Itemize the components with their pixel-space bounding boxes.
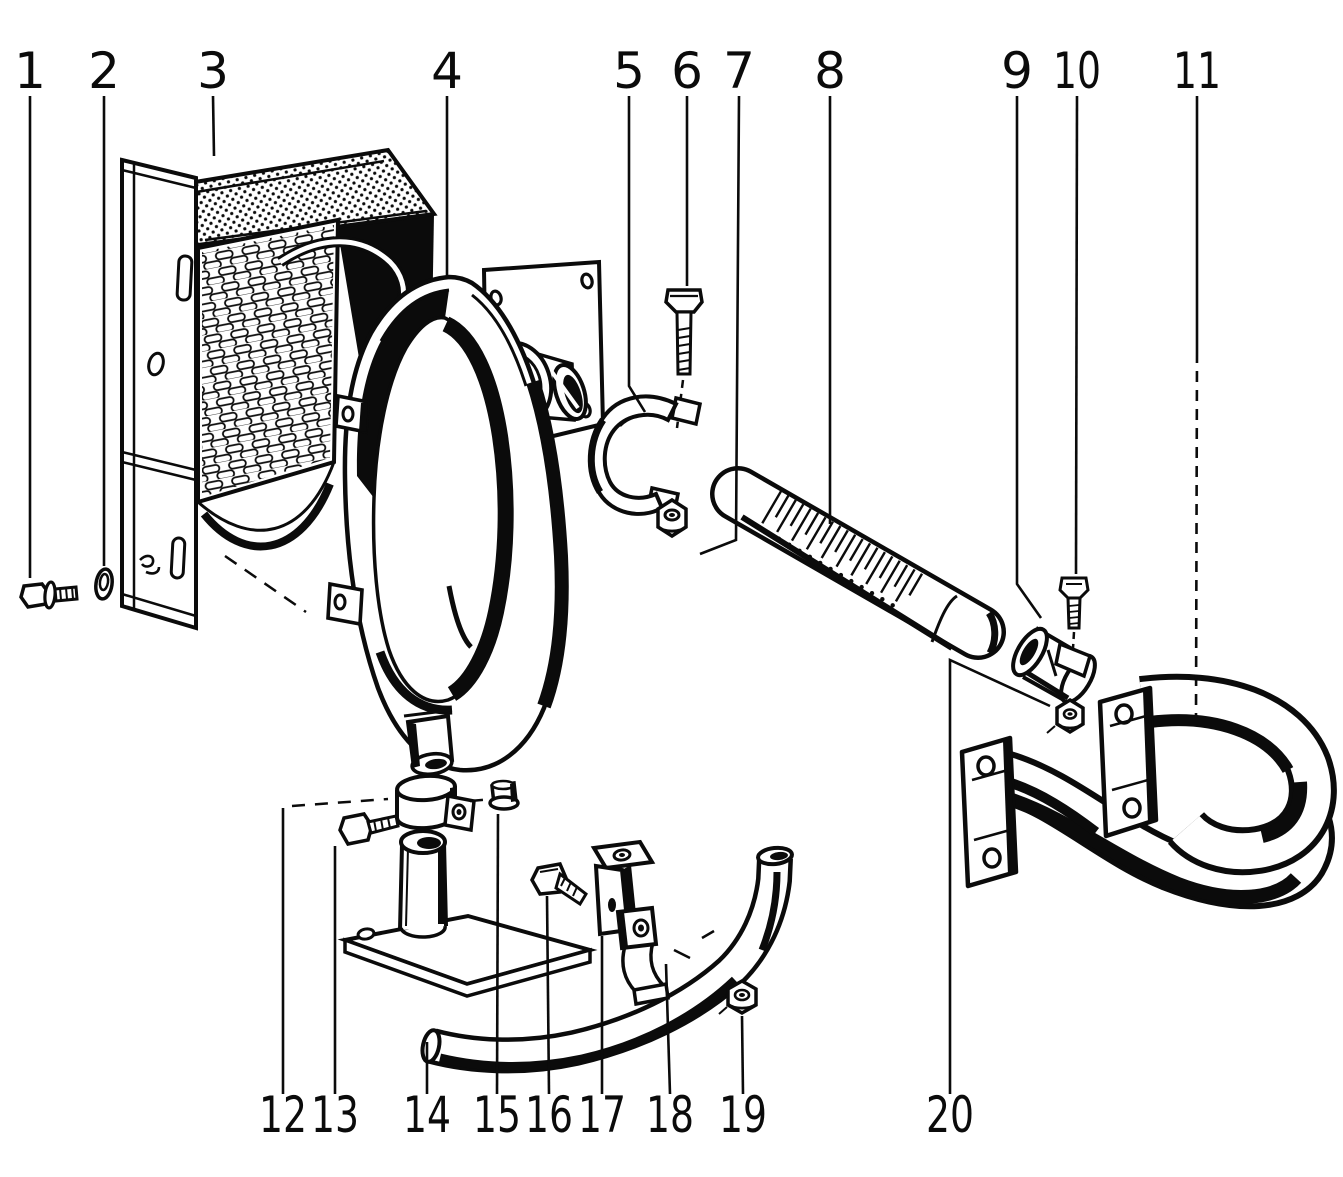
hose-rib [878,555,894,579]
part-8-flexible-hose [710,466,1006,660]
hidden-lines [224,554,495,808]
part-4-shell-body [326,274,569,777]
callout-leader-18 [664,963,672,1095]
callout-leader-11 [1194,351,1199,719]
callout-3: 3 [197,42,229,100]
hose-rib [835,534,857,568]
callout-leader-10 [1074,95,1079,575]
callout-7: 7 [723,42,755,100]
hose-rib [776,499,797,533]
hose-rib [865,551,886,585]
callout-6: 6 [671,42,703,100]
part-13-bolt [338,812,400,846]
callout-13: 13 [311,1086,359,1144]
callout-20: 20 [926,1086,974,1144]
callout-5: 5 [613,42,645,100]
hose-rib [761,490,782,524]
hose-rib [789,503,805,527]
hose-rib [819,521,834,544]
hose-rib [880,560,901,594]
callout-14: 14 [403,1086,451,1144]
part-11-exhaust-manifold [959,673,1337,910]
callout-4: 4 [431,42,463,100]
callout-1: 1 [14,42,46,100]
part-6-bolt [664,288,704,429]
callout-leader-3 [211,95,216,157]
hose-dot [890,603,895,608]
part-1-bolt [19,580,79,610]
callout-leader-19 [740,1015,745,1095]
part-7-nut [656,497,688,539]
hose-rib [834,529,849,553]
hose-rib [850,542,872,576]
hose-rib [790,508,812,542]
hose-rib [804,512,820,536]
callout-leader-15 [495,813,500,1095]
callout-19: 19 [719,1086,767,1144]
callout-leader-5 [627,96,647,413]
part-12-clamp-collar [395,773,476,833]
callout-15: 15 [473,1086,521,1144]
hose-rib [863,547,879,570]
callout-10: 10 [1053,42,1101,100]
part-19-nut [718,978,758,1016]
part-2-washer [94,567,114,601]
callout-leader-9 [1015,96,1043,619]
part-5-clamp-ring [587,394,703,517]
part-14-support-stand [337,829,598,998]
callout-9: 9 [1001,42,1033,100]
callout-11: 11 [1173,42,1221,100]
part-9-collar-clamp [1011,626,1097,735]
hose-rib [820,525,842,559]
callout-18: 18 [646,1086,694,1144]
hose-rib [848,538,864,562]
callout-16: 16 [525,1086,573,1144]
callout-8: 8 [814,42,846,100]
hose-rib [908,573,924,596]
hose-rib [894,568,916,602]
callout-leader-7 [699,95,741,556]
callout-leader-20 [948,657,1051,1094]
part-15-nut [488,779,520,811]
hose-rib [893,564,909,588]
callout-12: 12 [259,1086,307,1144]
callout-2: 2 [88,42,120,100]
callout-leader-16 [545,895,551,1095]
part-18-pipe-clamp [615,905,670,1007]
hose-rib [774,495,790,518]
hose-rib [805,516,827,550]
part-16-bolt [530,862,588,907]
callout-17: 17 [578,1086,626,1144]
part-10-bolt [1058,576,1090,699]
